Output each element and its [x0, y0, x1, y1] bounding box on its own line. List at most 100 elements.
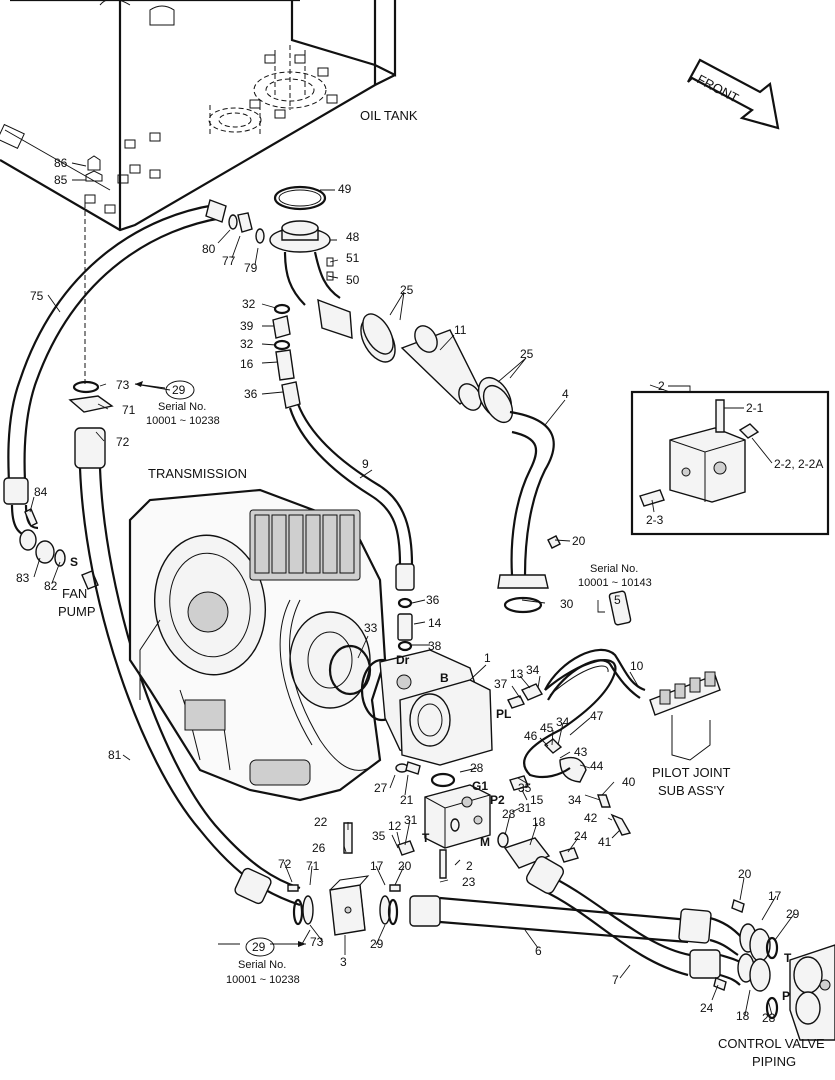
- callout-16: 16: [240, 357, 254, 371]
- callout-26: 26: [312, 841, 326, 855]
- port-g1: G1: [472, 779, 488, 793]
- callout-18b: 18: [736, 1009, 750, 1023]
- serial-bottom-line1: Serial No.: [238, 959, 286, 971]
- callout-42: 42: [584, 811, 598, 825]
- leader-lines: [29, 162, 795, 1016]
- callout-71a: 71: [122, 403, 136, 417]
- label-pilot-joint: PILOT JOINT: [652, 765, 731, 780]
- label-piping: PIPING: [752, 1054, 796, 1069]
- port-b: B: [440, 671, 449, 685]
- callout-79: 79: [244, 261, 258, 275]
- callout-3: 3: [340, 955, 347, 969]
- callout-20b: 20: [398, 859, 412, 873]
- callout-71b: 71: [306, 859, 320, 873]
- callout-4: 4: [562, 387, 569, 401]
- oil-tank: [0, 0, 397, 232]
- pilot-joint-sub-assy: [649, 671, 721, 761]
- pipe-7: [526, 856, 746, 986]
- pipe-6: [409, 895, 743, 956]
- callout-29a: 29: [370, 937, 384, 951]
- callout-31b: 31: [404, 813, 418, 827]
- port-letters: S B PL Dr G1 P2 T M T P: [70, 555, 792, 1003]
- callout-17a: 17: [370, 859, 384, 873]
- callout-36a: 36: [244, 387, 258, 401]
- callout-50: 50: [346, 273, 360, 287]
- serial-note-top: 29 Serial No. 10001 ~ 10238: [146, 380, 220, 427]
- callout-40: 40: [622, 775, 636, 789]
- callout-31a: 31: [518, 801, 532, 815]
- callout-32b: 32: [240, 337, 254, 351]
- callout-75: 75: [30, 289, 44, 303]
- callout-30: 30: [560, 597, 574, 611]
- callout-14: 14: [428, 616, 442, 630]
- label-sub-assy: SUB ASS'Y: [658, 783, 725, 798]
- serial-item5-line2: 10001 ~ 10143: [578, 577, 652, 589]
- label-fan: FAN: [62, 586, 87, 601]
- pilot-hose-10: [544, 590, 646, 701]
- callout-32a: 32: [242, 297, 256, 311]
- suction-flange-48: [269, 185, 341, 306]
- port-t-valve: T: [784, 951, 792, 965]
- suction-pipe-4: [497, 410, 561, 614]
- detail-box-item-2: [630, 390, 830, 536]
- callout-28c: 28: [762, 1011, 776, 1025]
- callout-11: 11: [454, 323, 467, 337]
- callout-39: 39: [240, 319, 254, 333]
- pilot-fittings: [343, 683, 632, 869]
- serial-bottom-line2: 10001 ~ 10238: [226, 974, 300, 986]
- callout-33: 33: [364, 621, 378, 635]
- callout-51: 51: [346, 251, 360, 265]
- callout-34c: 34: [568, 793, 582, 807]
- callout-77: 77: [222, 254, 236, 268]
- callout-72b: 72: [278, 857, 292, 871]
- callout-82: 82: [44, 579, 58, 593]
- callout-6: 6: [535, 944, 542, 958]
- callout-84: 84: [34, 485, 48, 499]
- callout-18a: 18: [532, 815, 546, 829]
- hose-9: [272, 303, 415, 652]
- callout-86: 86: [54, 156, 68, 170]
- callout-23: 23: [462, 875, 476, 889]
- fan-pump-fittings: [19, 508, 99, 590]
- label-transmission: TRANSMISSION: [148, 466, 247, 481]
- callout-28a: 28: [470, 761, 484, 775]
- callout-34a: 34: [526, 663, 540, 677]
- callout-17b: 17: [768, 889, 782, 903]
- label-control-valve: CONTROL VALVE: [718, 1036, 825, 1051]
- callout-24a: 24: [574, 829, 588, 843]
- callout-25a: 25: [400, 283, 414, 297]
- label-pump: PUMP: [58, 604, 96, 619]
- callout-20a: 20: [572, 534, 586, 548]
- callout-72a: 72: [116, 435, 130, 449]
- port-p: P: [782, 989, 790, 1003]
- callout-20c: 20: [738, 867, 752, 881]
- callout-5: 5: [614, 593, 621, 607]
- transmission: [128, 488, 387, 802]
- callout-41: 41: [598, 835, 612, 849]
- hose-81: [68, 195, 301, 907]
- callout-83: 83: [16, 571, 30, 585]
- port-dr: Dr: [396, 653, 410, 667]
- callout-46: 46: [524, 729, 538, 743]
- callout-49: 49: [338, 182, 352, 196]
- callout-38: 38: [428, 639, 442, 653]
- serial-note-item5: Serial No. 10001 ~ 10143: [578, 563, 652, 589]
- detail-2-1: 2-1: [746, 401, 764, 415]
- detail-box-text: 2 2-1 2-2, 2-2A 2-3: [646, 379, 823, 527]
- suction-hose-11: [317, 298, 514, 424]
- callout-81: 81: [108, 748, 122, 762]
- serial-top-line2: 10001 ~ 10238: [146, 415, 220, 427]
- callout-44: 44: [590, 759, 604, 773]
- serial-item5-line1: Serial No.: [590, 563, 638, 575]
- detail-2-2: 2-2, 2-2A: [774, 457, 823, 471]
- callout-13: 13: [510, 667, 524, 681]
- callout-9: 9: [362, 457, 369, 471]
- serial-circle-bottom: 29: [252, 940, 266, 954]
- callout-36b: 36: [426, 593, 440, 607]
- callout-35b: 35: [372, 829, 386, 843]
- port-t-block: T: [422, 831, 430, 845]
- main-pump-1: [360, 649, 493, 788]
- control-valve: [789, 944, 835, 1041]
- fittings-80-77-79: [228, 212, 265, 244]
- callout-21: 21: [400, 793, 414, 807]
